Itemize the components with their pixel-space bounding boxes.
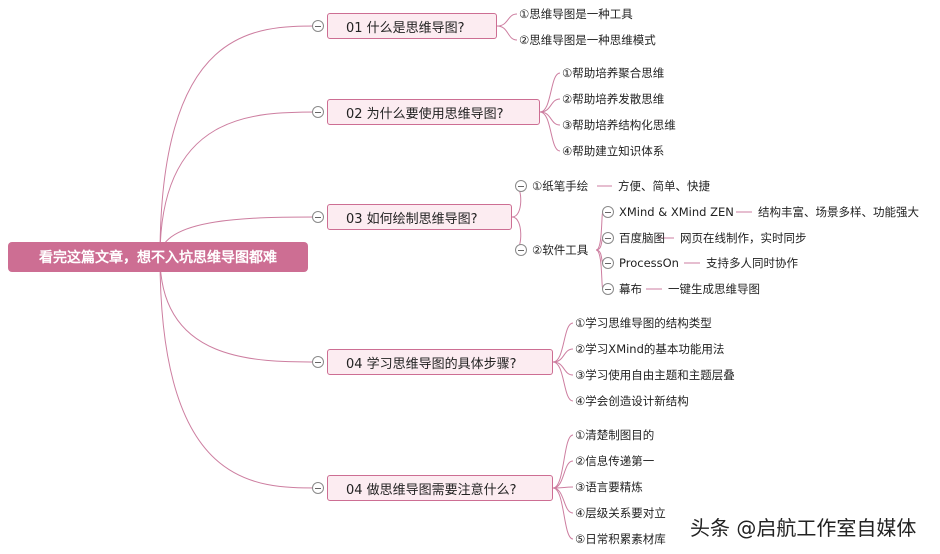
branch-5-collapse-icon[interactable]: [312, 482, 324, 494]
tool-1-note[interactable]: 结构丰富、场景多样、功能强大: [758, 205, 919, 219]
branch-topic-2[interactable]: 02 为什么要使用思维导图?: [327, 99, 540, 125]
tool-3-name[interactable]: ProcessOn: [619, 256, 679, 270]
branch-4-item-4[interactable]: ④学会创造设计新结构: [575, 394, 689, 408]
tool-1-collapse-icon[interactable]: [602, 206, 614, 218]
branch-1-collapse-icon[interactable]: [312, 20, 324, 32]
tool-2-name[interactable]: 百度脑图: [619, 231, 665, 245]
branch-5-item-5[interactable]: ⑤日常积累素材库: [575, 532, 666, 546]
connector-branch-5-leaf-1: [552, 434, 574, 489]
branch-3-sub-2-collapse-icon[interactable]: [515, 244, 527, 256]
tool-4-name[interactable]: 幕布: [619, 282, 642, 296]
connector-tool-1: [595, 211, 604, 251]
branch-topic-1[interactable]: 01 什么是思维导图?: [327, 13, 497, 39]
branch-1-item-1[interactable]: ①思维导图是一种工具: [519, 7, 633, 21]
connector-branch-4-leaf-2: [552, 348, 574, 363]
branch-5-item-2[interactable]: ②信息传递第一: [575, 454, 655, 468]
branch-2-collapse-icon[interactable]: [312, 106, 324, 118]
connector-branch-1-leaf-2: [496, 25, 518, 41]
branch-3-item-1[interactable]: ①纸笔手绘: [532, 179, 589, 193]
tool-2-collapse-icon[interactable]: [602, 232, 614, 244]
connector-branch-4-leaf-4: [552, 361, 574, 402]
connector-root-branch-4: [159, 256, 319, 363]
connector-root-branch-1: [159, 25, 319, 258]
connector-branch-2-leaf-4: [539, 111, 561, 152]
connector-branch-5-leaf-5: [552, 487, 574, 540]
branch-2-item-2[interactable]: ②帮助培养发散思维: [562, 92, 665, 106]
branch-2-item-3[interactable]: ③帮助培养结构化思维: [562, 118, 676, 132]
branch-topic-4[interactable]: 04 学习思维导图的具体步骤?: [327, 349, 553, 375]
connector-root-branch-2: [159, 111, 319, 258]
branch-5-item-3[interactable]: ③语言要精炼: [575, 480, 643, 494]
connector-root-branch-5: [159, 256, 319, 489]
branch-3-collapse-icon[interactable]: [312, 211, 324, 223]
branch-4-item-2[interactable]: ②学习XMind的基本功能用法: [575, 342, 725, 356]
branch-topic-5[interactable]: 04 做思维导图需要注意什么?: [327, 475, 553, 501]
tool-3-collapse-icon[interactable]: [602, 257, 614, 269]
watermark: 头条 @启航工作室自媒体: [690, 516, 917, 540]
branch-3-item-1-note[interactable]: 方便、简单、快捷: [618, 179, 710, 193]
branch-topic-3[interactable]: 03 如何绘制思维导图?: [327, 204, 512, 230]
connector-branch-2-leaf-1: [539, 72, 561, 113]
branch-1-item-2[interactable]: ②思维导图是一种思维模式: [519, 33, 656, 47]
branch-5-item-1[interactable]: ①清楚制图目的: [575, 428, 655, 442]
branch-3-item-2[interactable]: ②软件工具: [532, 243, 589, 257]
connector-branch-2-leaf-2: [539, 98, 561, 113]
branch-2-item-4[interactable]: ④帮助建立知识体系: [562, 144, 665, 158]
tool-1-name[interactable]: XMind & XMind ZEN: [619, 205, 734, 219]
branch-5-item-4[interactable]: ④层级关系要对立: [575, 506, 666, 520]
connector-branch-5-leaf-2: [552, 460, 574, 489]
branch-4-item-3[interactable]: ③学习使用自由主题和主题层叠: [575, 368, 735, 382]
tool-4-collapse-icon[interactable]: [602, 283, 614, 295]
branch-3-sub-1-collapse-icon[interactable]: [515, 180, 527, 192]
branch-4-item-1[interactable]: ①学习思维导图的结构类型: [575, 316, 712, 330]
connector-tool-4: [595, 249, 604, 290]
branch-4-collapse-icon[interactable]: [312, 356, 324, 368]
connector-branch-2-leaf-3: [539, 111, 561, 126]
tool-4-note[interactable]: 一键生成思维导图: [668, 282, 760, 296]
tool-3-note[interactable]: 支持多人同时协作: [706, 256, 798, 270]
root-topic[interactable]: 看完这篇文章，想不入坑思维导图都难: [8, 242, 308, 272]
connector-branch-4-leaf-3: [552, 361, 574, 376]
tool-2-note[interactable]: 网页在线制作，实时同步: [680, 231, 807, 245]
branch-2-item-1[interactable]: ①帮助培养聚合思维: [562, 66, 665, 80]
connector-branch-4-leaf-1: [552, 322, 574, 363]
connector-branch-1-leaf-1: [496, 13, 518, 27]
